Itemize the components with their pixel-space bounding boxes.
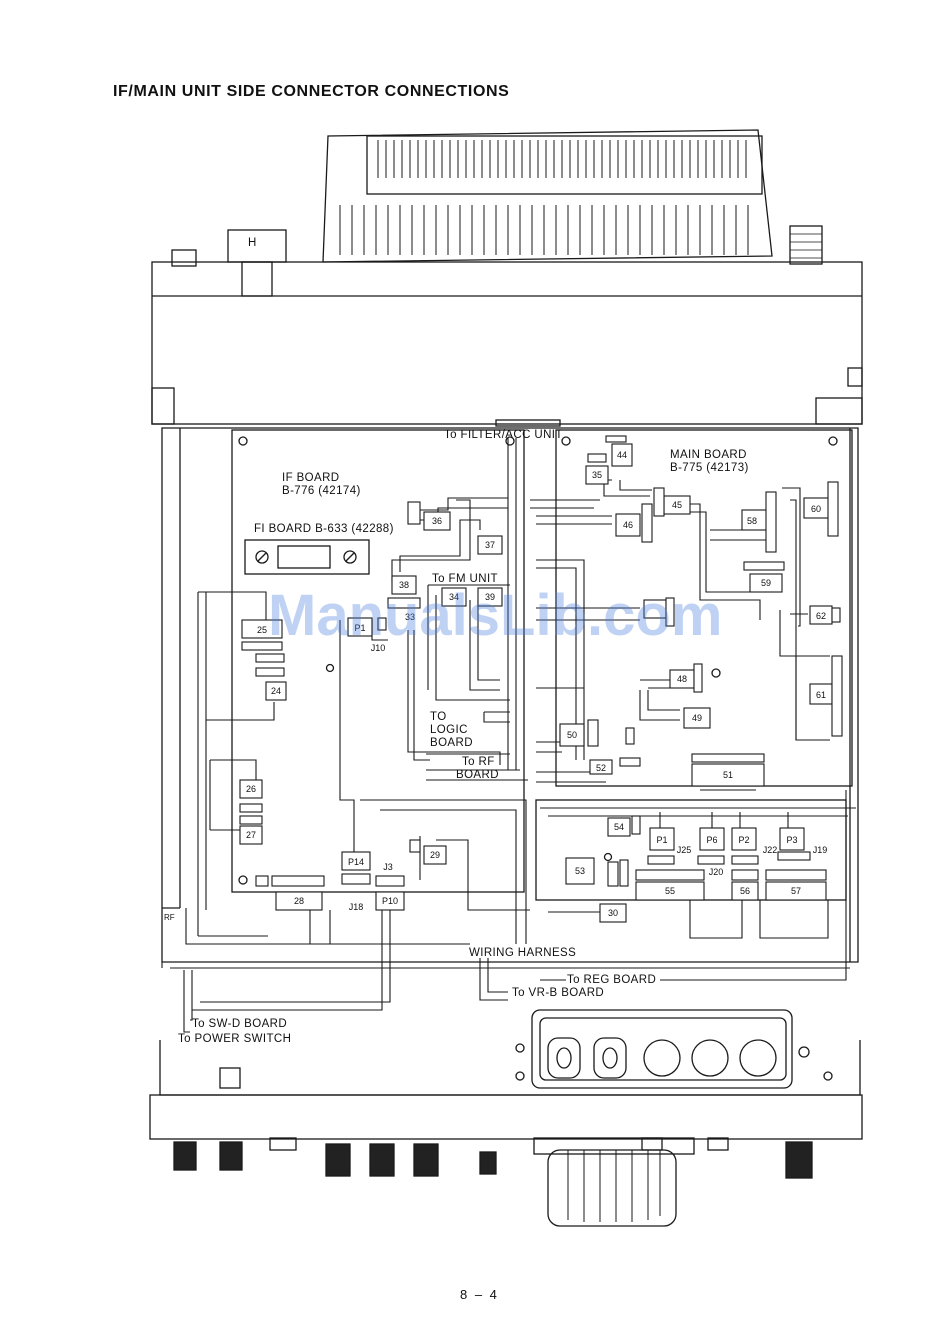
main-board-code: B-775 (42173) bbox=[670, 462, 749, 474]
connector-60: 60 bbox=[811, 504, 821, 514]
connector-30: 30 bbox=[608, 908, 618, 918]
main-dial bbox=[547, 1149, 677, 1227]
connector-25: 25 bbox=[257, 625, 267, 635]
connector-29: 29 bbox=[430, 850, 440, 860]
connector-37: 37 bbox=[485, 540, 495, 550]
reg-board-label: To REG BOARD bbox=[567, 974, 656, 986]
connector-45: 45 bbox=[672, 500, 682, 510]
connector-36: 36 bbox=[432, 516, 442, 526]
plug-p1-if: P1 bbox=[354, 623, 365, 633]
connector-54: 54 bbox=[614, 822, 624, 832]
fi-board-label: FI BOARD B-633 (42288) bbox=[254, 523, 394, 535]
page-number: 8 – 4 bbox=[460, 1287, 499, 1302]
connector-34: 34 bbox=[449, 592, 459, 602]
front-panel bbox=[149, 1094, 863, 1140]
swd-board-label: To SW-D BOARD bbox=[192, 1018, 287, 1030]
plug-p14: P14 bbox=[348, 857, 364, 867]
fm-unit-label: To FM UNIT bbox=[432, 573, 498, 585]
connector-56: 56 bbox=[740, 886, 750, 896]
filter-acc-label: To FILTER/ACC UNIT bbox=[444, 429, 563, 441]
connector-49: 49 bbox=[692, 713, 702, 723]
plug-p2: P2 bbox=[738, 835, 749, 845]
logic-label-3: BOARD bbox=[430, 737, 473, 749]
if-board-code: B-776 (42174) bbox=[282, 485, 361, 497]
connector-52: 52 bbox=[596, 763, 606, 773]
connector-57: 57 bbox=[791, 886, 801, 896]
connector-35: 35 bbox=[592, 470, 602, 480]
plug-p1-main: P1 bbox=[656, 835, 667, 845]
jack-j22: J22 bbox=[763, 845, 778, 855]
wiring-harness-label: WIRING HARNESS bbox=[469, 947, 576, 959]
if-board-name: IF BOARD bbox=[282, 472, 340, 484]
connector-61: 61 bbox=[816, 690, 826, 700]
jack-j25: J25 bbox=[677, 845, 692, 855]
jack-j3: J3 bbox=[383, 862, 393, 872]
vrb-board-label: To VR-B BOARD bbox=[512, 987, 604, 999]
connector-24: 24 bbox=[271, 686, 281, 696]
connector-62: 62 bbox=[816, 611, 826, 621]
h-label: H bbox=[248, 237, 257, 249]
connector-38: 38 bbox=[399, 580, 409, 590]
connector-27: 27 bbox=[246, 830, 256, 840]
rf-board-label-1: To RF bbox=[462, 756, 495, 768]
logic-label-2: LOGIC bbox=[430, 724, 468, 736]
connector-33: 33 bbox=[405, 612, 415, 622]
control-cluster bbox=[531, 1009, 793, 1089]
connector-46: 46 bbox=[623, 520, 633, 530]
rf-label: RF bbox=[164, 913, 175, 922]
jack-j20: J20 bbox=[709, 867, 724, 877]
connector-58: 58 bbox=[747, 516, 757, 526]
plug-p3: P3 bbox=[786, 835, 797, 845]
jack-j10: J10 bbox=[371, 643, 386, 653]
connector-50: 50 bbox=[567, 730, 577, 740]
heatsink bbox=[322, 129, 773, 263]
jack-j19: J19 bbox=[813, 845, 828, 855]
connector-59: 59 bbox=[761, 578, 771, 588]
connector-28: 28 bbox=[294, 896, 304, 906]
connector-55: 55 bbox=[665, 886, 675, 896]
connector-26: 26 bbox=[246, 784, 256, 794]
page-title: IF/MAIN UNIT SIDE CONNECTOR CONNECTIONS bbox=[113, 83, 510, 100]
fi-board bbox=[244, 539, 370, 575]
power-switch-label: To POWER SWITCH bbox=[178, 1033, 291, 1045]
connector-51: 51 bbox=[723, 770, 733, 780]
connector-48: 48 bbox=[677, 674, 687, 684]
h-connector bbox=[227, 229, 287, 263]
connector-39: 39 bbox=[485, 592, 495, 602]
rf-board-label-2: BOARD bbox=[456, 769, 499, 781]
upper-chassis bbox=[151, 261, 863, 425]
connector-53: 53 bbox=[575, 866, 585, 876]
main-board-name: MAIN BOARD bbox=[670, 449, 747, 461]
plug-p10: P10 bbox=[382, 896, 398, 906]
jack-j18: J18 bbox=[349, 902, 364, 912]
connector-44: 44 bbox=[617, 450, 627, 460]
plug-p6: P6 bbox=[706, 835, 717, 845]
logic-label-1: TO bbox=[430, 711, 447, 723]
